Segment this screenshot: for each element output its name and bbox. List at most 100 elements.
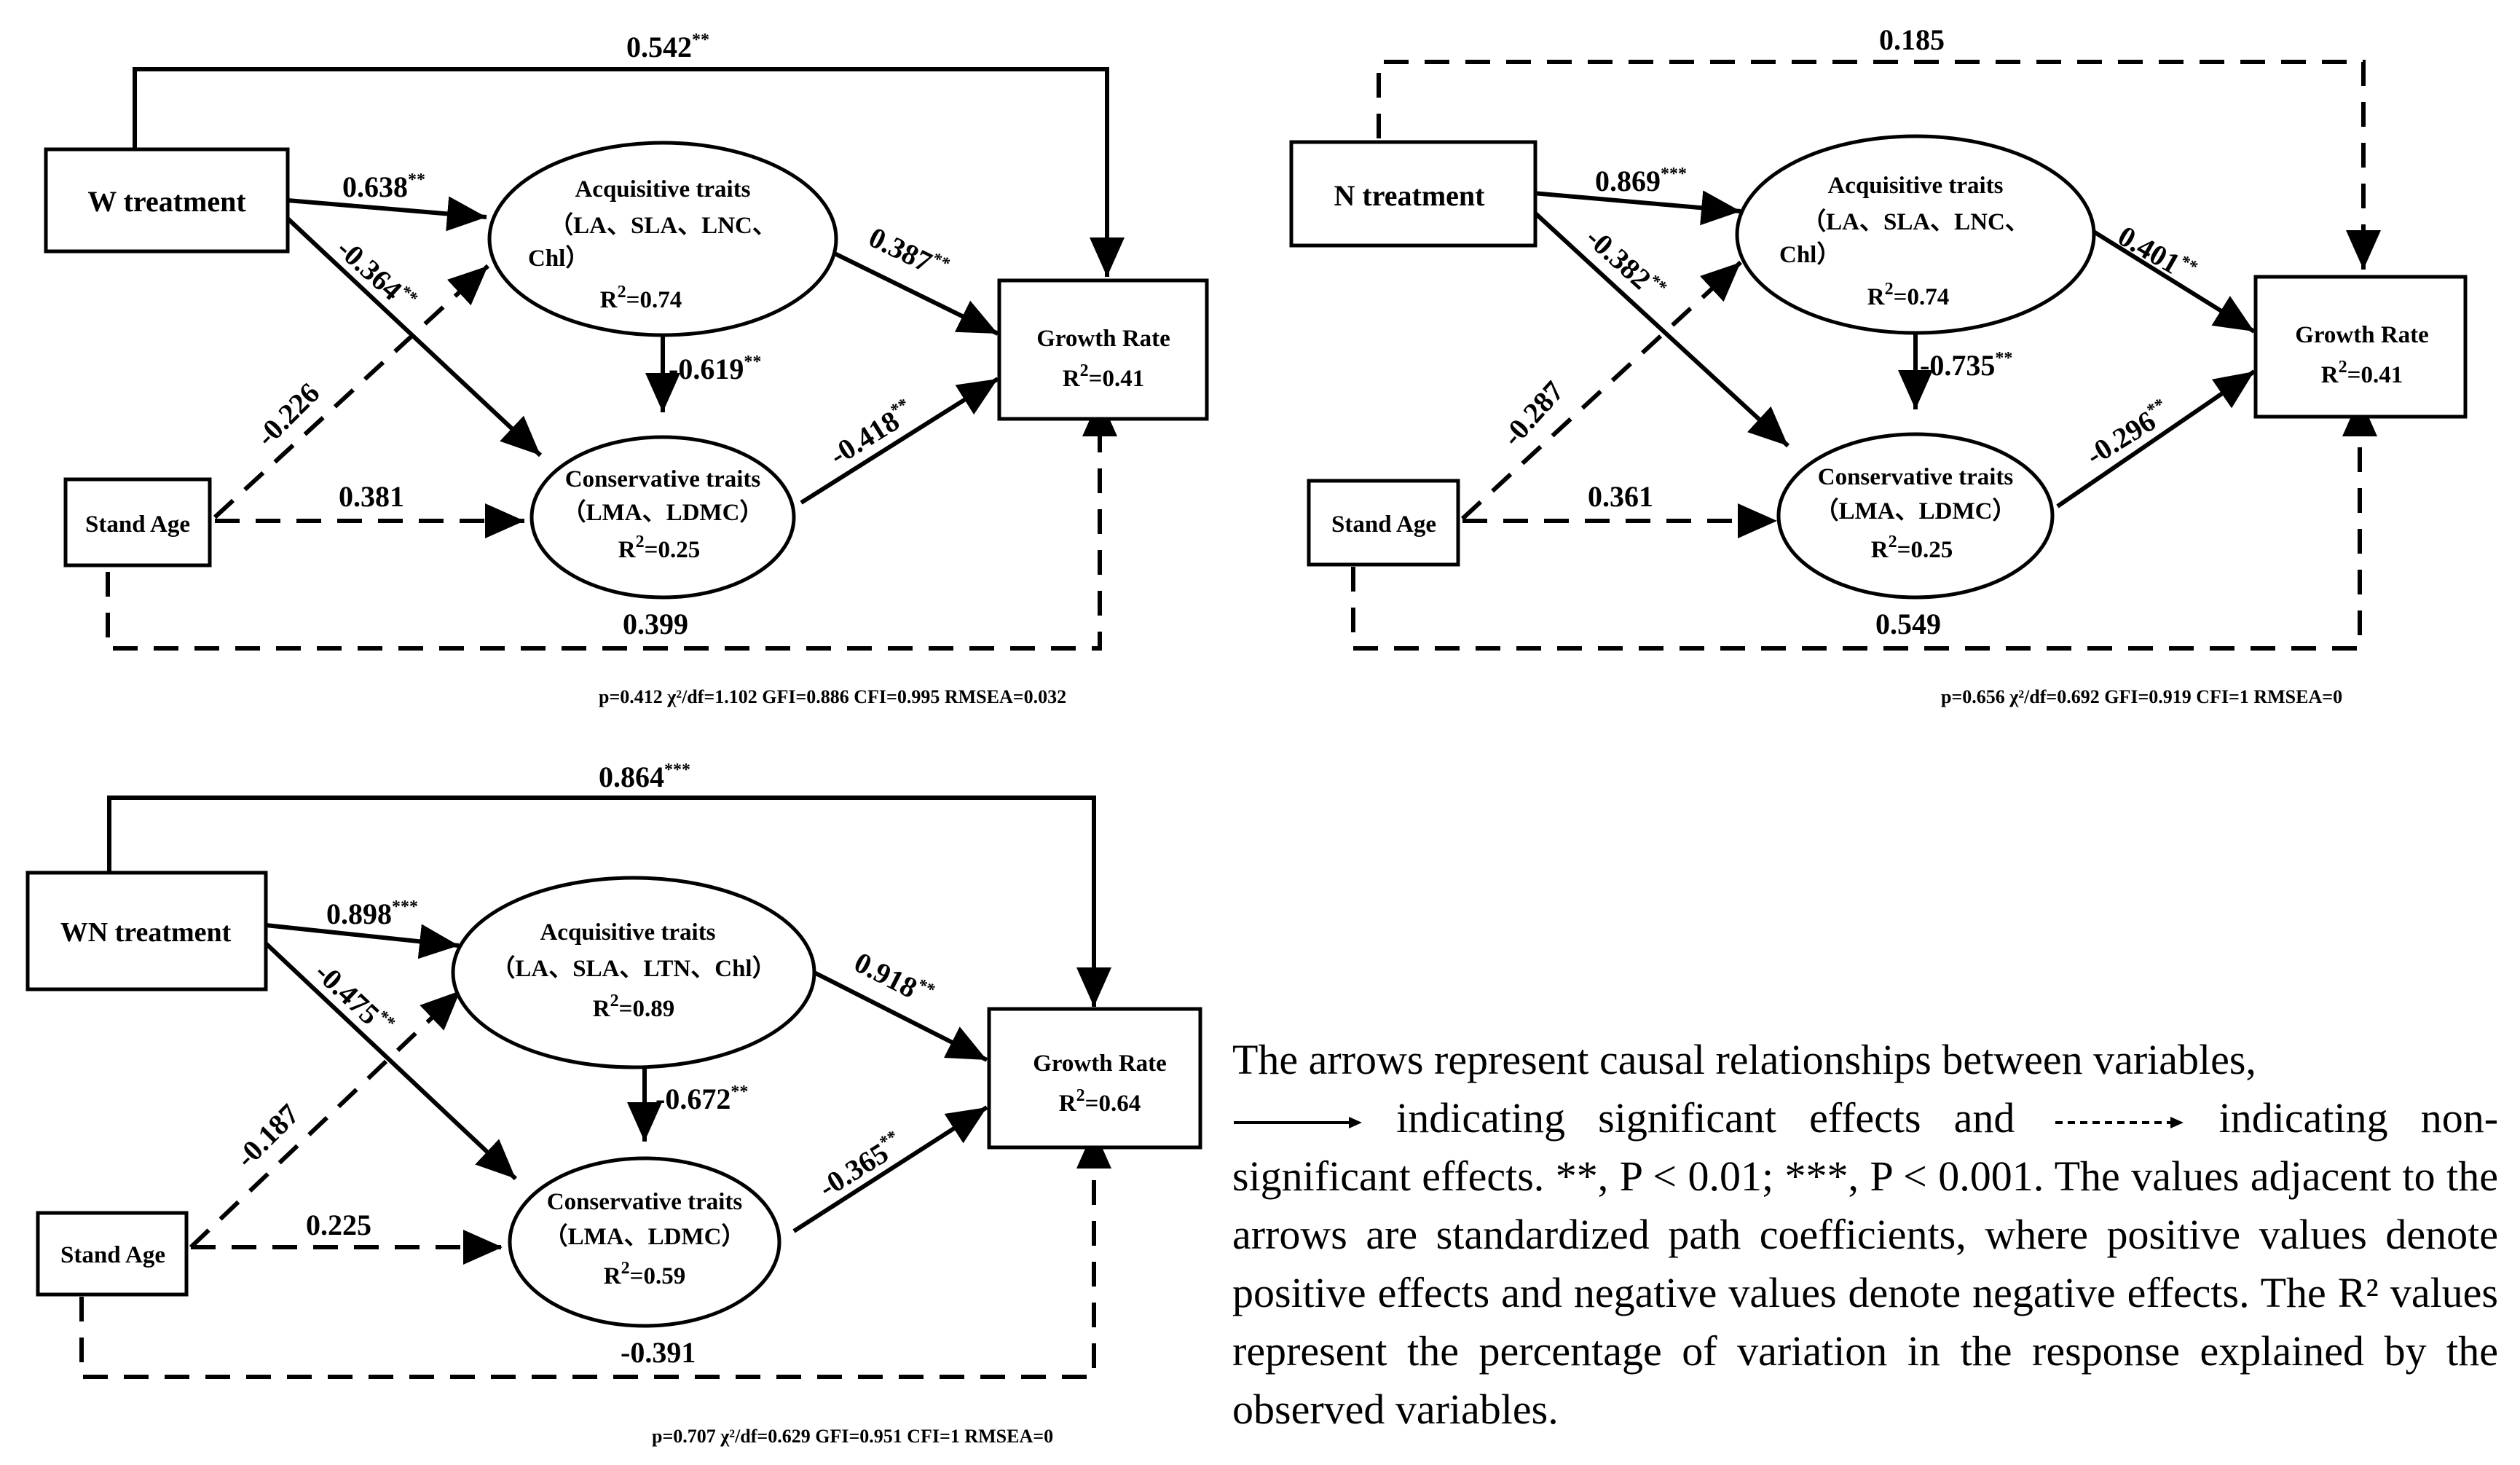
path-treatment-acq — [287, 196, 487, 232]
coef-standage-acq: -0.226 — [250, 376, 326, 452]
coef-treatment-growth: 0.864*** — [599, 761, 690, 793]
panel-wn: WN treatment Acquisitive traits （LA、SLA、… — [25, 761, 1202, 1447]
panel-w: W treatment Acquisitive traits （LA、SLA、L… — [44, 31, 1209, 707]
stand-age-label: Stand Age — [1331, 511, 1436, 538]
stand-age-label: Stand Age — [85, 511, 190, 538]
acq-r2: R2=0.74 — [600, 283, 682, 313]
acq-title: Acquisitive traits — [575, 176, 750, 203]
coef-treatment-growth: 0.185 — [1879, 23, 1945, 56]
cons-r2: R2=0.25 — [618, 533, 700, 563]
coef-standage-cons: 0.361 — [1588, 480, 1653, 513]
coef-acq-cons: -0.619** — [669, 353, 761, 385]
acq-r2: R2=0.89 — [593, 991, 674, 1022]
stand-age-box — [63, 477, 212, 567]
solid-arrow-icon — [1234, 1116, 1362, 1128]
path-treatment-cons — [286, 216, 543, 457]
legend-solid-text: indicating significant effects and — [1396, 1094, 2015, 1142]
treatment-box — [44, 147, 290, 254]
conservative-ellipse — [529, 435, 796, 600]
fit-statistics: p=0.656 χ²/df=0.692 GFI=0.919 CFI=1 RMSE… — [1941, 686, 2342, 707]
path-acq-growth — [2085, 225, 2256, 334]
acq-traits-line1: （LA、SLA、LTN、Chl） — [491, 955, 776, 982]
coef-treatment-acq: 0.869*** — [1595, 165, 1687, 197]
panel-n: N treatment Acquisitive traits （LA、SLA、L… — [1289, 23, 2468, 707]
acquisitive-ellipse — [1735, 134, 2096, 335]
growth-r2: R2=0.41 — [1063, 361, 1144, 392]
path-treatment-growth — [133, 67, 1125, 277]
treatment-label: WN treatment — [60, 917, 232, 948]
treatment-box — [25, 871, 268, 991]
growth-rate-box — [2253, 275, 2468, 419]
growth-r2: R2=0.64 — [1059, 1086, 1141, 1117]
path-treatment-acq — [265, 923, 460, 959]
path-standage-growth — [79, 1129, 1111, 1379]
path-treatment-cons — [1531, 209, 1790, 448]
legend-caption: The arrows represent causal relationship… — [1232, 1031, 2498, 1439]
growth-r2: R2=0.41 — [2321, 358, 2403, 388]
stand-age-box — [1307, 479, 1460, 567]
coef-acq-growth: 0.401** — [2113, 219, 2201, 289]
acq-title: Acquisitive traits — [1827, 173, 2003, 199]
cons-traits: （LMA、LDMC） — [544, 1223, 746, 1250]
path-cons-growth — [800, 377, 999, 505]
cons-r2: R2=0.59 — [604, 1259, 685, 1289]
coef-standage-growth: 0.399 — [623, 608, 688, 640]
acquisitive-ellipse — [451, 876, 816, 1069]
path-cons-growth — [2056, 369, 2256, 508]
acq-r2: R2=0.74 — [1867, 280, 1949, 310]
cons-traits: （LMA、LDMC） — [562, 499, 764, 526]
growth-title: Growth Rate — [1036, 326, 1170, 352]
acquisitive-ellipse — [487, 141, 838, 337]
conservative-ellipse — [1776, 432, 2055, 600]
coef-treatment-cons: -0.364** — [331, 232, 422, 318]
coef-standage-cons: 0.225 — [306, 1209, 371, 1241]
coef-standage-growth: -0.391 — [621, 1336, 696, 1369]
legend-line1: The arrows represent causal relationship… — [1232, 1036, 2256, 1083]
path-standage-acq — [213, 264, 490, 519]
acq-traits-line1: （LA、SLA、LNC、 — [1802, 208, 2029, 235]
acq-title: Acquisitive traits — [540, 919, 715, 946]
coef-standage-cons: 0.381 — [339, 480, 404, 513]
path-standage-growth — [1351, 397, 2377, 651]
cons-title: Conservative traits — [547, 1189, 743, 1215]
treatment-label: N treatment — [1334, 179, 1486, 212]
conservative-ellipse — [508, 1156, 781, 1328]
acq-traits-line1: （LA、SLA、LNC、 — [549, 212, 776, 239]
growth-rate-box — [997, 278, 1209, 421]
path-treatment-acq — [1532, 190, 1741, 226]
coef-standage-acq: -0.287 — [1495, 374, 1570, 452]
acq-traits-line2: Chl） — [1779, 241, 1840, 268]
growth-rate-box — [987, 1007, 1202, 1150]
legend-body: indicating significant effects and indic… — [1232, 1089, 2498, 1439]
path-acq-growth — [813, 970, 988, 1062]
cons-title: Conservative traits — [565, 466, 761, 492]
stand-age-label: Stand Age — [60, 1242, 165, 1268]
coef-acq-cons: -0.672** — [655, 1083, 748, 1115]
growth-title: Growth Rate — [1033, 1050, 1167, 1077]
stand-age-box — [36, 1211, 189, 1297]
path-treatment-growth — [107, 796, 1111, 1007]
path-cons-growth — [792, 1105, 988, 1233]
fit-statistics: p=0.707 χ²/df=0.629 GFI=0.951 CFI=1 RMSE… — [652, 1426, 1053, 1447]
dashed-arrow-icon — [2055, 1116, 2184, 1128]
path-treatment-cons — [264, 941, 518, 1181]
treatment-label: W treatment — [87, 185, 246, 218]
path-standage-acq — [189, 989, 462, 1249]
acq-traits-line2: Chl） — [528, 245, 589, 272]
coef-treatment-growth: 0.542** — [626, 31, 709, 63]
path-standage-acq — [1460, 260, 1743, 521]
cons-r2: R2=0.25 — [1871, 533, 1953, 563]
cons-traits: （LMA、LDMC） — [1815, 498, 2017, 525]
fit-statistics: p=0.412 χ²/df=1.102 GFI=0.886 CFI=0.995 … — [599, 686, 1066, 707]
coef-standage-acq: -0.187 — [229, 1097, 306, 1174]
coef-acq-cons: -0.735** — [1920, 349, 2012, 382]
cons-title: Conservative traits — [1818, 464, 2014, 490]
growth-title: Growth Rate — [2295, 322, 2429, 348]
treatment-box — [1289, 140, 1537, 248]
coef-treatment-acq: 0.898*** — [326, 898, 418, 930]
path-treatment-growth — [1377, 60, 2381, 270]
legend-dashed-text: indicating non-significant effects. **, … — [1232, 1094, 2499, 1433]
coef-acq-growth: 0.918** — [849, 946, 938, 1013]
coef-standage-growth: 0.549 — [1875, 608, 1941, 640]
